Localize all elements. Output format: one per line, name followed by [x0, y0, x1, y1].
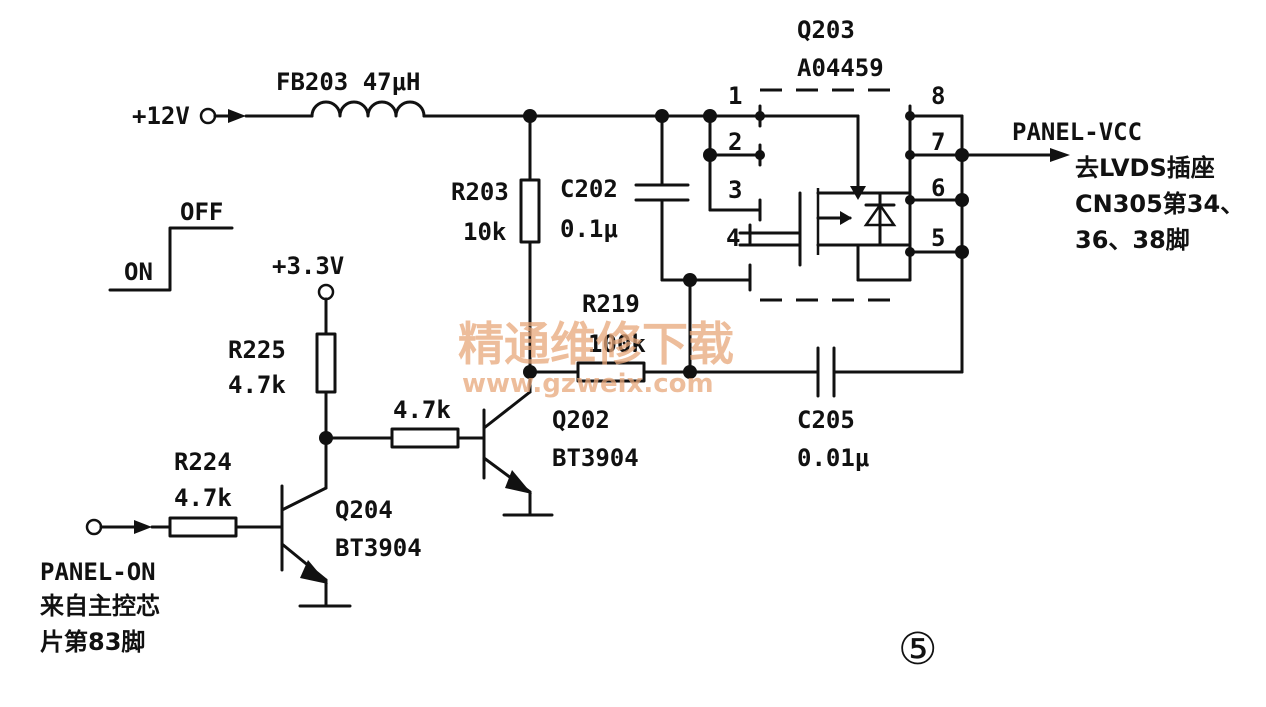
arrow-right-icon [228, 109, 246, 123]
arrow-right-icon [134, 520, 152, 534]
output-dest-line2: CN305第34、 [1075, 190, 1244, 218]
pin-5-label: 5 [931, 224, 945, 252]
r224-resistor [168, 516, 238, 538]
pin-2-label: 2 [728, 128, 742, 156]
on-off-waveform [108, 226, 234, 292]
q204-name: Q204 [335, 496, 393, 524]
input-source-line1: 来自主控芯 [40, 592, 160, 620]
v12-label: +12V [132, 102, 190, 130]
v33-label: +3.3V [272, 252, 344, 280]
panel-on-label: PANEL-ON [40, 558, 156, 586]
off-label: OFF [180, 198, 223, 226]
pin-3-label: 3 [728, 176, 742, 204]
pin-6-label: 6 [931, 174, 945, 202]
output-dest-line1: 去LVDS插座 [1075, 154, 1215, 182]
q204-transistor [280, 484, 328, 584]
pin-1-label: 1 [728, 82, 742, 110]
q203-name: Q203 [797, 16, 855, 44]
q202-transistor [482, 390, 532, 494]
q203-mosfet [738, 114, 912, 282]
watermark-url: www.gzweix.com [462, 369, 714, 399]
r225-name: R225 [228, 336, 286, 364]
r203-resistor [519, 178, 541, 244]
input-source-line2: 片第83脚 [40, 628, 145, 656]
pin-4-label: 4 [726, 224, 740, 252]
watermark-title: 精通维修下载 [458, 317, 734, 371]
c202-name: C202 [560, 175, 618, 203]
q202-base-resistor [390, 427, 460, 449]
arrow-right-icon [1050, 148, 1070, 162]
fb203-label: FB203 47μH [276, 68, 421, 96]
q204-part: BT3904 [335, 534, 422, 562]
on-label: ON [124, 258, 153, 286]
v33-terminal [317, 283, 335, 301]
junctions [319, 109, 969, 445]
v12-input [199, 107, 314, 125]
c202-capacitor [634, 183, 690, 202]
panel-vcc-label: PANEL-VCC [1012, 118, 1142, 146]
figure-number: ⑤ [898, 624, 937, 675]
q203-part: A04459 [797, 54, 884, 82]
pin-7-label: 7 [931, 128, 945, 156]
r203-name: R203 [451, 178, 509, 206]
r224-name: R224 [174, 448, 232, 476]
fb203-inductor [310, 100, 426, 118]
panel-on-terminal [85, 518, 103, 536]
c205-capacitor [816, 346, 836, 398]
r203-value: 10k [463, 218, 507, 246]
v12-terminal [199, 107, 217, 125]
r224-value: 4.7k [174, 484, 232, 512]
r225-resistor [315, 332, 337, 394]
r225-value: 4.7k [228, 371, 286, 399]
q202-name: Q202 [552, 406, 610, 434]
r219-name: R219 [582, 290, 640, 318]
pin-8-label: 8 [931, 82, 945, 110]
c205-value: 0.01μ [797, 444, 869, 472]
q202-part: BT3904 [552, 444, 639, 472]
q202-base-resistor-value: 4.7k [393, 396, 451, 424]
r219-value: 100k [588, 330, 646, 358]
c202-value: 0.1μ [560, 215, 618, 243]
c205-name: C205 [797, 406, 855, 434]
output-dest-line3: 36、38脚 [1075, 226, 1190, 254]
